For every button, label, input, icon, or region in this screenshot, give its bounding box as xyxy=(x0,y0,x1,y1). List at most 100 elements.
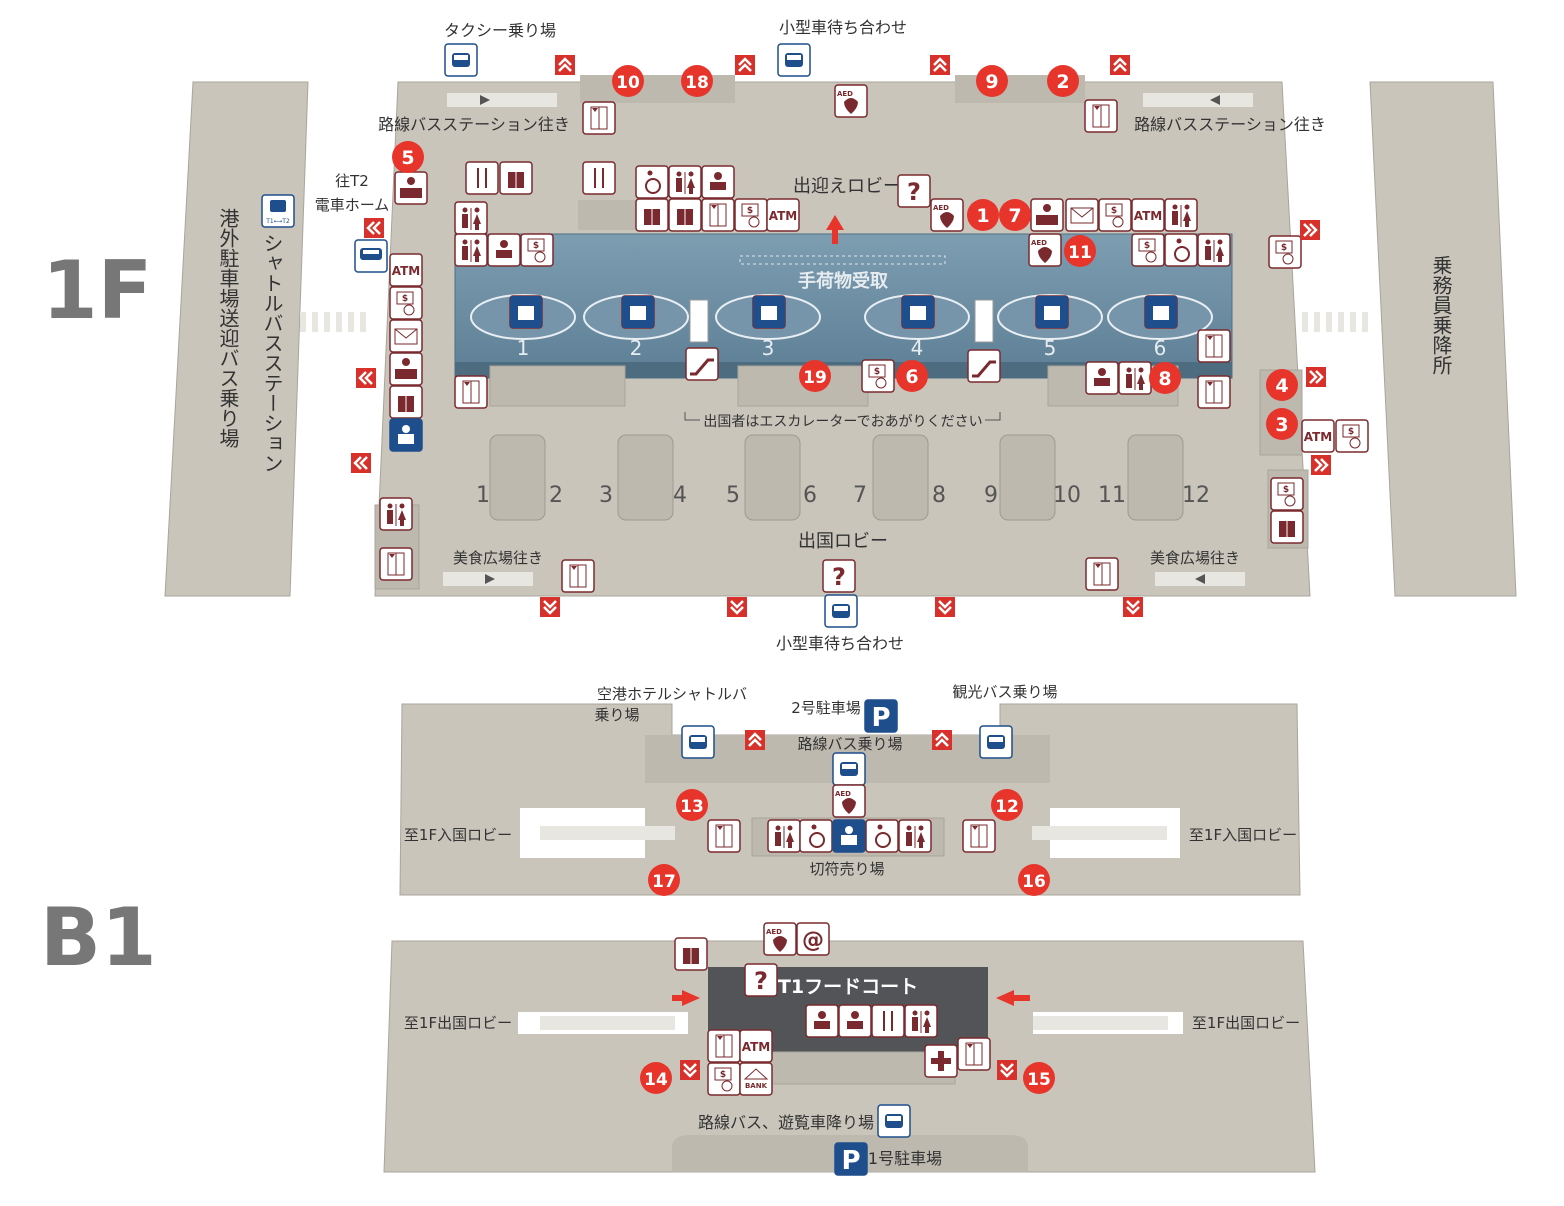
svg-text:@: @ xyxy=(802,928,824,953)
elev-icon xyxy=(701,198,735,232)
restaurant-icon xyxy=(582,161,616,195)
baby-icon xyxy=(487,233,521,267)
svg-text:AED: AED xyxy=(933,204,949,212)
location-marker[interactable]: 7 xyxy=(999,199,1031,231)
location-marker[interactable]: 3 xyxy=(1266,408,1298,440)
bus-icon xyxy=(681,725,715,759)
location-marker[interactable]: 14 xyxy=(640,1062,672,1094)
to-arrival-left-label: 至1F入国ロビー xyxy=(404,826,512,844)
location-marker[interactable]: 13 xyxy=(676,789,708,821)
svg-text:10: 10 xyxy=(616,73,640,93)
svg-text:$: $ xyxy=(1144,241,1150,251)
svg-text:AED: AED xyxy=(837,90,853,98)
svg-text:2: 2 xyxy=(1056,71,1069,93)
p-icon: P xyxy=(834,1142,868,1176)
svg-text:11: 11 xyxy=(1068,243,1092,263)
svg-text:ATM: ATM xyxy=(1134,209,1162,223)
route-bus-stop-label: 路線バス乗り場 xyxy=(797,735,902,753)
toilet-icon xyxy=(454,233,488,267)
elev-icon xyxy=(379,547,413,581)
location-marker[interactable]: 18 xyxy=(681,65,713,97)
baggage-claim-label: 手荷物受取 xyxy=(798,270,889,292)
stairs-sign-icon xyxy=(540,597,560,617)
q-icon: ? xyxy=(744,963,778,997)
aed-icon: AED xyxy=(1028,233,1062,267)
belt-number: 2 xyxy=(630,336,643,360)
money-icon: $ xyxy=(1268,235,1302,269)
svg-text:19: 19 xyxy=(803,368,827,388)
aed-icon: AED xyxy=(832,784,866,818)
parking2-label: 2号駐車場 xyxy=(791,699,861,717)
elev-icon xyxy=(1197,375,1231,409)
location-marker[interactable]: 11 xyxy=(1064,235,1096,267)
location-marker[interactable]: 1 xyxy=(967,199,999,231)
belt-number: 3 xyxy=(762,336,775,360)
elev-icon xyxy=(957,1037,991,1071)
crew-area-label: 乗務員乗降所 xyxy=(1429,255,1453,375)
money-icon: $ xyxy=(707,1062,741,1096)
q-icon: ? xyxy=(897,174,931,208)
baby-icon xyxy=(701,165,735,199)
toilet-icon xyxy=(904,1004,938,1038)
location-marker[interactable]: 12 xyxy=(991,789,1023,821)
food-left-label: 美食広場往き xyxy=(453,549,543,567)
food-right-label: 美食広場往き xyxy=(1150,549,1240,567)
svg-text:4: 4 xyxy=(1275,375,1288,397)
location-marker[interactable]: 17 xyxy=(648,864,680,896)
aed-icon: AED xyxy=(834,84,868,118)
stairs-sign-icon xyxy=(745,730,765,750)
svg-text:16: 16 xyxy=(1022,872,1046,892)
money-icon: $ xyxy=(861,359,895,393)
svg-text:$: $ xyxy=(402,294,408,304)
svg-text:$: $ xyxy=(747,206,753,216)
money-icon: $ xyxy=(734,198,768,232)
facility-icons: AED$ATM?AED$ATM$T1⟷T2ATM$AED$$$ATM$$?PAE… xyxy=(261,43,1369,1176)
to-arrival-right-label: 至1F入国ロビー xyxy=(1189,826,1297,844)
location-marker[interactable]: 9 xyxy=(976,65,1008,97)
elev-icon xyxy=(1085,557,1119,591)
counter-number: 11 xyxy=(1098,483,1126,508)
restaurant-icon xyxy=(871,1004,905,1038)
elev-icon xyxy=(707,819,741,853)
mail-icon xyxy=(389,319,423,353)
wheelchair-icon xyxy=(865,819,899,853)
gift-icon xyxy=(635,198,669,232)
counter-number: 2 xyxy=(549,483,563,508)
toilet-icon xyxy=(1118,361,1152,395)
floor-label-1f: 1F xyxy=(42,244,152,337)
svg-text:ATM: ATM xyxy=(392,264,420,278)
shuttle-station-label: シャトルバスステーション xyxy=(260,233,284,473)
location-marker[interactable]: 5 xyxy=(392,141,424,173)
baby-icon xyxy=(1085,361,1119,395)
location-marker[interactable]: 6 xyxy=(896,360,928,392)
p-icon: P xyxy=(864,699,898,733)
toilet-icon xyxy=(898,819,932,853)
svg-text:$: $ xyxy=(1348,427,1354,437)
money-icon: $ xyxy=(1098,198,1132,232)
location-marker[interactable]: 19 xyxy=(799,360,831,392)
elev-icon xyxy=(962,819,996,853)
stairs-sign-icon xyxy=(930,55,950,75)
stairs-sign-icon xyxy=(1306,367,1326,387)
svg-text:13: 13 xyxy=(680,797,704,817)
location-marker[interactable]: 4 xyxy=(1266,369,1298,401)
food-court-label: T1フードコート xyxy=(778,976,918,998)
location-marker[interactable]: 16 xyxy=(1018,864,1050,896)
location-marker[interactable]: 8 xyxy=(1149,362,1181,394)
svg-text:17: 17 xyxy=(652,872,676,892)
route-bus-right-label: 路線バスステーション往き xyxy=(1134,115,1326,134)
elev-icon xyxy=(582,101,616,135)
stairs-sign-icon xyxy=(1311,455,1331,475)
bank-icon: BANK xyxy=(739,1062,773,1096)
aed-icon: AED xyxy=(763,922,797,956)
baby-icon xyxy=(805,1004,839,1038)
location-marker[interactable]: 2 xyxy=(1047,65,1079,97)
counter-number: 4 xyxy=(673,483,687,508)
location-marker[interactable]: 10 xyxy=(612,65,644,97)
svg-text:$: $ xyxy=(1281,243,1287,253)
svg-text:$: $ xyxy=(720,1070,726,1080)
location-marker[interactable]: 15 xyxy=(1023,1062,1055,1094)
